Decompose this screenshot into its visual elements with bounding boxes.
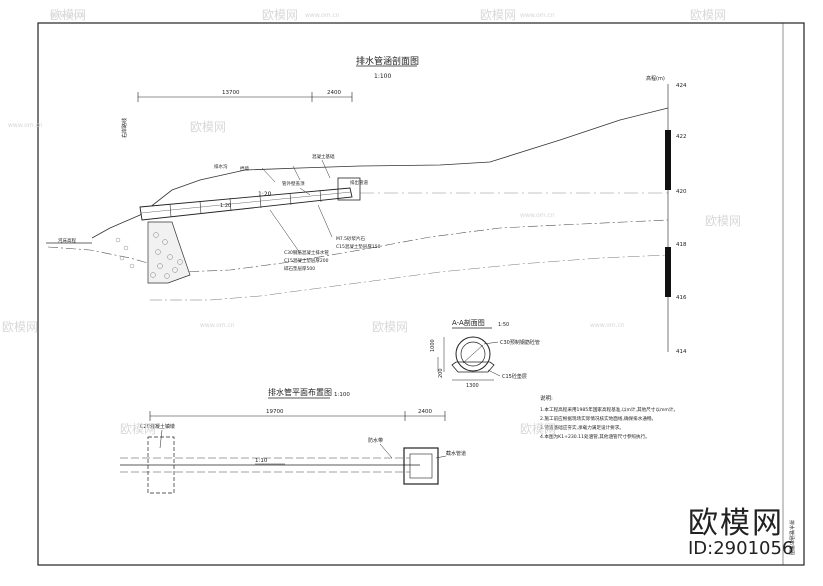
- callout-c15-cushion: C15混凝土垫层厚150: [336, 243, 381, 250]
- stone-foundation: [147, 221, 191, 284]
- watermark-url: www.om.cn: [8, 122, 43, 129]
- section-view: 排水管涵剖面图 1:100 13700 2400 右岸路线 河床高程: [46, 55, 687, 355]
- notes-line-2: 2.施工前应根据现场实际情况核实地面线,确保排水通畅。: [540, 415, 656, 422]
- plan-label-mid: 防水带: [368, 437, 383, 444]
- watermark-url: www.om.cn: [520, 212, 555, 219]
- drawing-frame: [37, 22, 805, 566]
- plan-dim-right: 2400: [418, 409, 432, 415]
- notes-line-4: 4.本图为K1+230.11处涵管,其他涵管尺寸参照执行。: [540, 433, 650, 440]
- detail-label-pipe: C30预制钢筋砼管: [500, 339, 540, 346]
- watermark-url: www.om.cn: [520, 12, 555, 19]
- detail-title: A-A剖面图: [452, 318, 485, 327]
- watermark-url: www.om.cn: [305, 12, 340, 19]
- notes-line-3: 3.管道基础应夯实,承载力满足设计要求。: [540, 424, 624, 431]
- plan-scale: 1:100: [334, 392, 350, 398]
- callout-outlet: 排出管道: [350, 179, 368, 186]
- detail-dim-sub: 200: [438, 368, 444, 378]
- plan-title: 排水管平面布置图: [268, 387, 332, 397]
- elevation-rod: 高程(m) 424 422 420 418 416 414: [646, 75, 687, 355]
- dim-left: 13700: [222, 90, 240, 96]
- watermark-brand: 欧模网: [372, 320, 409, 334]
- detail-base: [451, 361, 495, 373]
- title-block: 排水管涵布置图: [782, 23, 795, 565]
- ground-line: [91, 107, 669, 239]
- watermark-brand: 欧模网: [480, 8, 517, 22]
- section-scale: 1:100: [374, 73, 391, 80]
- dim-right: 2400: [327, 90, 341, 96]
- detail-scale: 1:50: [498, 322, 509, 328]
- watermark-url: www.om.cn: [590, 322, 625, 329]
- detail-pipe-inner: [460, 341, 486, 367]
- callout-gravel: 碎石垫层厚500: [284, 265, 315, 272]
- watermark-brand: 欧模网: [50, 8, 87, 22]
- slope-label: 1:20: [258, 191, 272, 198]
- plan-slope: 1:10: [255, 458, 268, 464]
- elev-424: 424: [676, 83, 687, 89]
- detail-dim-height: 1000: [430, 339, 436, 352]
- plan-view: 排水管平面布置图 1:100 19700 2400 C20混凝土镇墩 1:10 …: [120, 387, 466, 494]
- river-label: 河床高程: [58, 237, 76, 244]
- elevation-header: 高程(m): [646, 75, 665, 82]
- notes: 说明: 1.本工程高程采用1985年国家高程基准,以m计,其他尺寸以mm计。 2…: [540, 394, 678, 440]
- watermark-brand: 欧模网: [120, 422, 157, 436]
- elev-420: 420: [676, 189, 687, 195]
- plan-outlet-box: [403, 447, 439, 485]
- callout-retaining-wall: 挡墙: [240, 165, 249, 172]
- drain-pipe: [139, 187, 353, 221]
- watermark-brand: 欧模网: [520, 422, 557, 436]
- elev-416: 416: [676, 295, 687, 301]
- watermark-brand: 欧模网: [262, 8, 299, 22]
- detail-label-base: C15砼垫层: [502, 373, 527, 380]
- elevation-bar-1: [665, 130, 671, 190]
- watermark-url: www.om.cn: [200, 322, 235, 329]
- elev-418: 418: [676, 242, 687, 248]
- watermark-brand: 欧模网: [2, 320, 39, 334]
- road-edge-label: 右岸路线: [121, 118, 128, 138]
- callout-slope-protect: M7.5砂浆片石: [336, 235, 366, 242]
- brand-logo: 欧模网: [688, 506, 784, 541]
- plan-dim-left: 19700: [266, 409, 284, 415]
- stratum-line-2: [150, 254, 669, 301]
- detail-dim-width: 1300: [466, 383, 479, 389]
- title-block-text: 排水管涵布置图: [788, 520, 795, 555]
- callout-pipe-top: 管外壁盖顶: [282, 180, 305, 187]
- callout-concrete-base: 混凝土基础: [312, 153, 335, 160]
- drawing-id: ID:2901056: [688, 538, 794, 559]
- detail-view: A-A剖面图 1:50 1000 200 1300 C30预制钢筋砼管 C15砼…: [430, 318, 540, 389]
- elev-422: 422: [676, 134, 687, 140]
- notes-heading: 说明:: [540, 394, 553, 402]
- callout-drain-ditch: 排水沟: [214, 163, 228, 170]
- watermark-brand: 欧模网: [190, 120, 227, 134]
- pipe-slope-dim: 1:20: [220, 203, 231, 209]
- elev-414: 414: [676, 349, 687, 355]
- elevation-bar-2: [665, 247, 671, 297]
- detail-pipe-outer: [455, 336, 491, 372]
- watermark-brand: 欧模网: [690, 8, 727, 22]
- watermark-brand: 欧模网: [705, 214, 742, 228]
- outlet-box: [337, 177, 361, 201]
- notes-line-1: 1.本工程高程采用1985年国家高程基准,以m计,其他尺寸以mm计。: [540, 406, 678, 413]
- watermark-url: www.om.cn: [50, 12, 85, 19]
- plan-label-right: 截水管道: [446, 450, 466, 457]
- section-title: 排水管涵剖面图: [356, 55, 419, 67]
- callout-c30-pipe: C30钢筋混凝土排水管: [284, 249, 329, 256]
- plan-label-left: C20混凝土镇墩: [140, 423, 175, 430]
- callout-c15-base: C15混凝土垫层厚200: [284, 257, 329, 264]
